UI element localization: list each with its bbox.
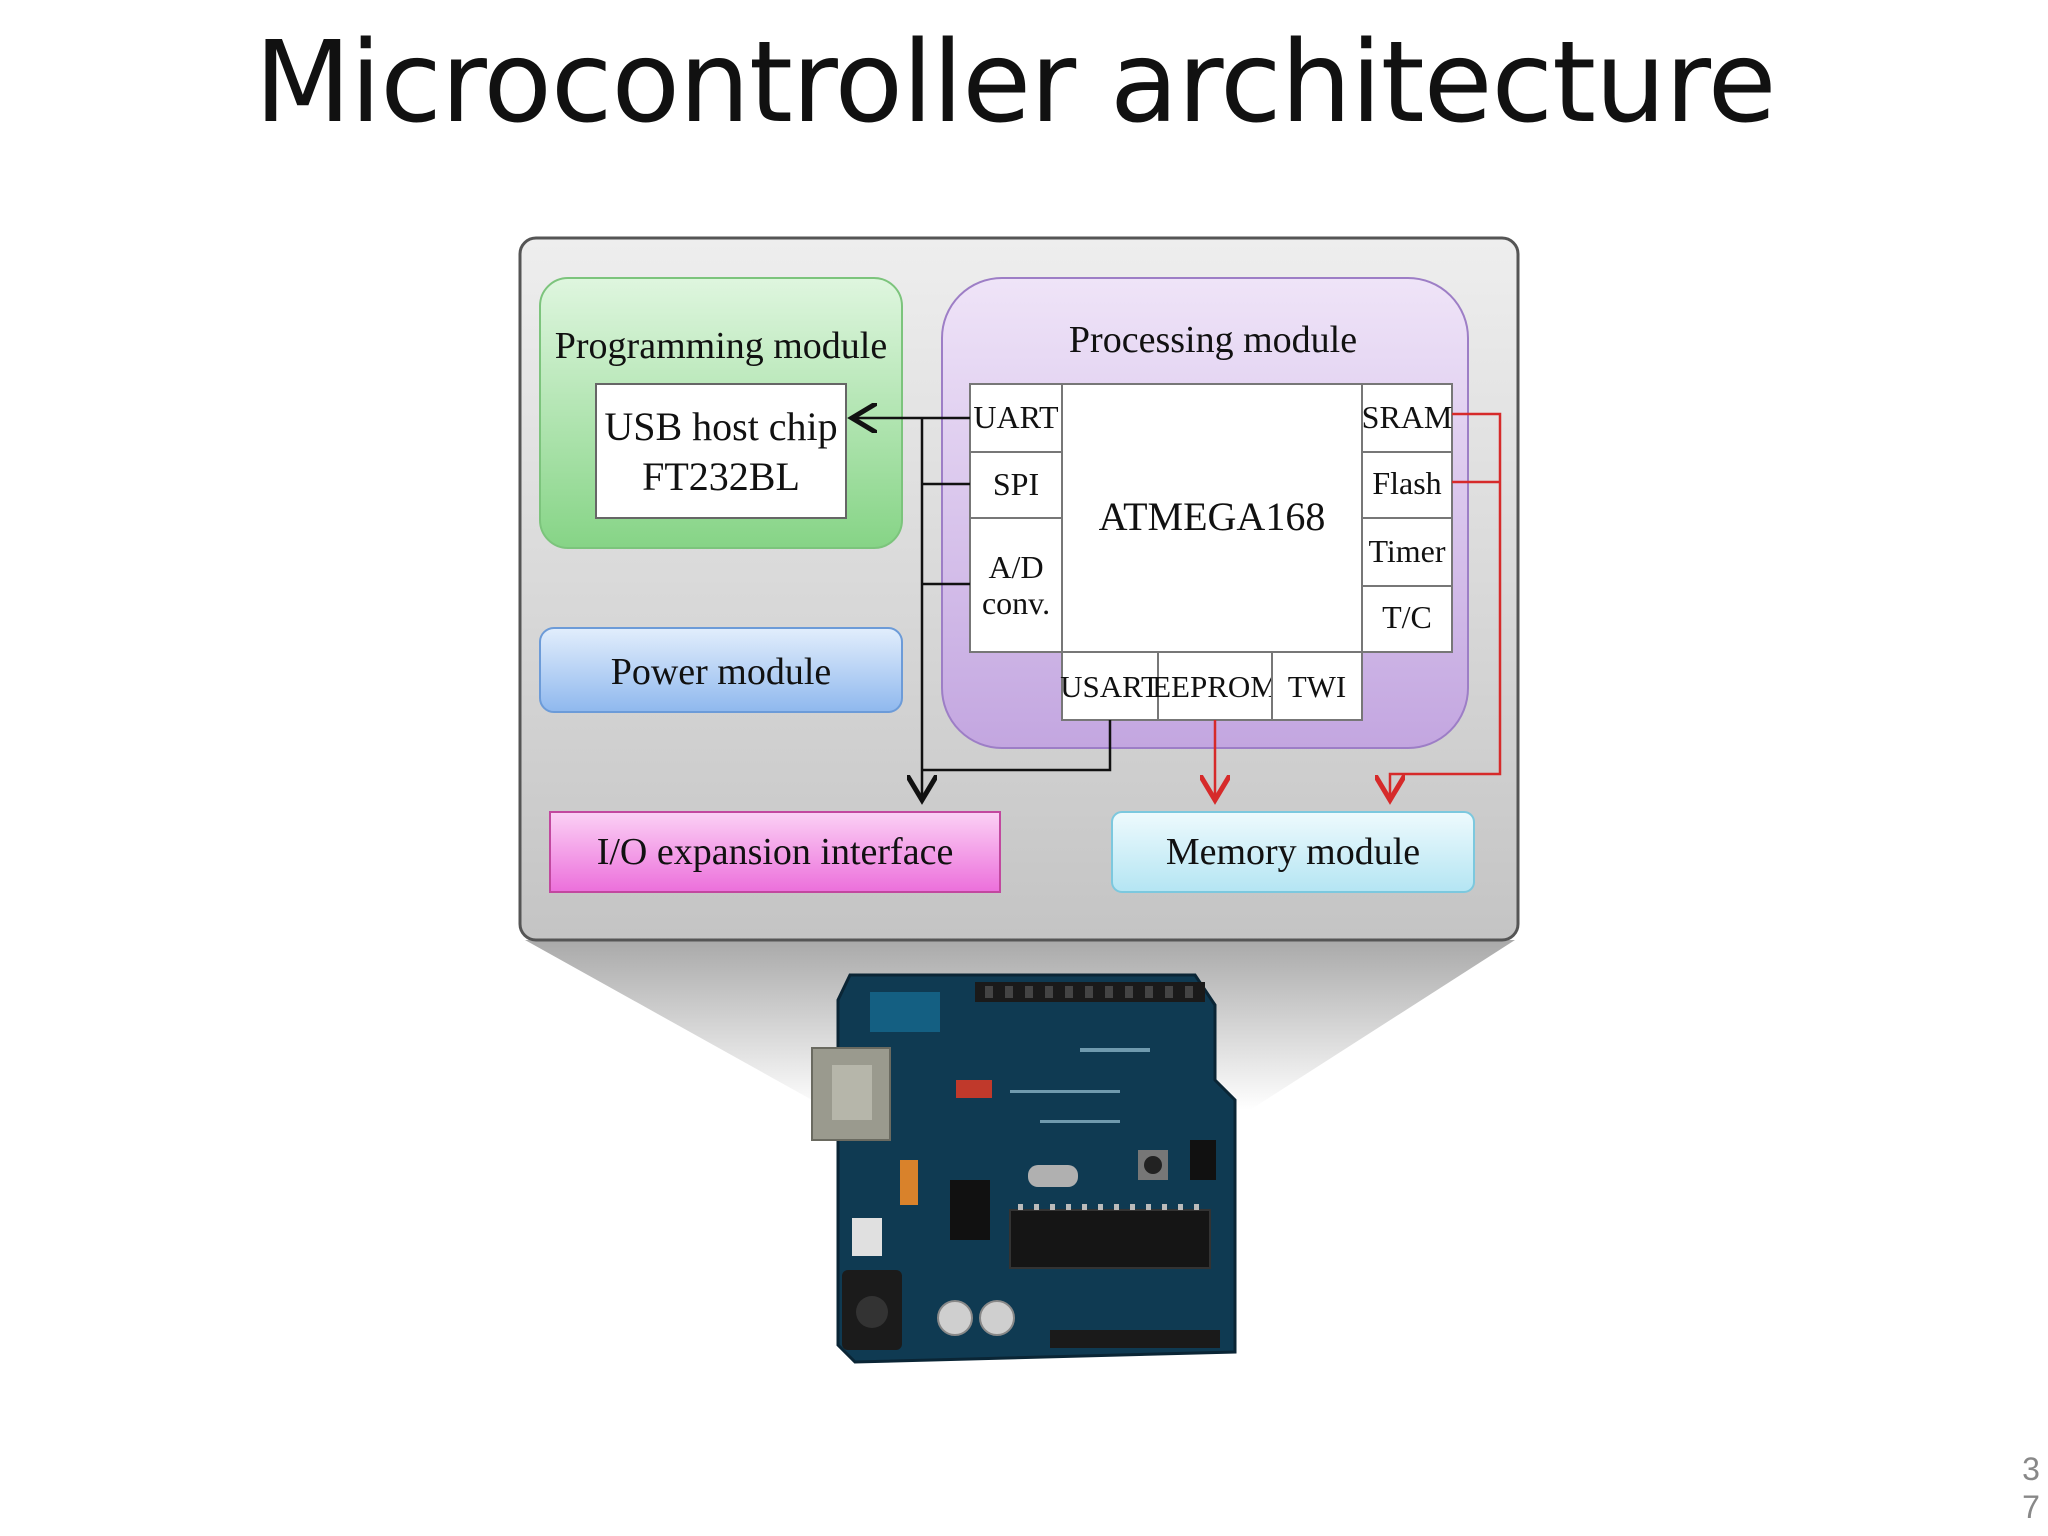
sram-to-memory-arrow — [1390, 412, 1502, 800]
timer-label: Timer — [1368, 533, 1445, 569]
programming-module-title: Programming module — [555, 325, 887, 367]
memory-connections — [1215, 412, 1502, 800]
io-expansion-interface: I/O expansion interface — [549, 811, 1001, 893]
uart-label: UART — [973, 399, 1059, 435]
ad-conv-port — [969, 517, 1063, 653]
twi-label: TWI — [1288, 669, 1347, 704]
uart-port — [969, 383, 1063, 453]
usart-link — [922, 720, 1112, 772]
twi-port — [1271, 651, 1363, 721]
flash-label: Flash — [1372, 465, 1441, 501]
usart-label: USART — [1060, 669, 1160, 704]
slide-title: Microcontroller architecture — [254, 18, 1776, 148]
ad-label: A/D — [988, 549, 1043, 585]
usb-host-chip-line1: USB host chip — [604, 404, 837, 449]
sram-port — [1361, 383, 1453, 453]
usb-host-chip-line2: FT232BL — [642, 454, 800, 499]
processing-module: Processing module ATMEGA168 UART SPI A/D… — [941, 277, 1469, 749]
spi-label: SPI — [993, 466, 1039, 502]
memory-module: Memory module — [1111, 811, 1475, 893]
page-number: 37 — [2022, 1451, 2040, 1525]
data-connections — [852, 418, 1112, 800]
processing-module-title: Processing module — [1069, 319, 1357, 361]
io-expansion-label: I/O expansion interface — [597, 831, 954, 873]
atmega168-label: ATMEGA168 — [1099, 494, 1326, 539]
arduino-board-image — [811, 973, 1237, 1364]
sram-label: SRAM — [1362, 399, 1453, 435]
programming-module: Programming module USB host chip FT232BL — [539, 277, 903, 549]
tc-port — [1361, 585, 1453, 653]
power-module: Power module — [539, 627, 903, 713]
memory-module-label: Memory module — [1166, 831, 1420, 873]
power-module-label: Power module — [611, 651, 832, 693]
usb-host-chip — [595, 383, 847, 519]
timer-port — [1361, 517, 1453, 587]
eeprom-label: EEPROM — [1152, 669, 1278, 704]
conv-label: conv. — [982, 585, 1050, 621]
spi-port — [969, 451, 1063, 519]
tc-label: T/C — [1382, 599, 1432, 635]
